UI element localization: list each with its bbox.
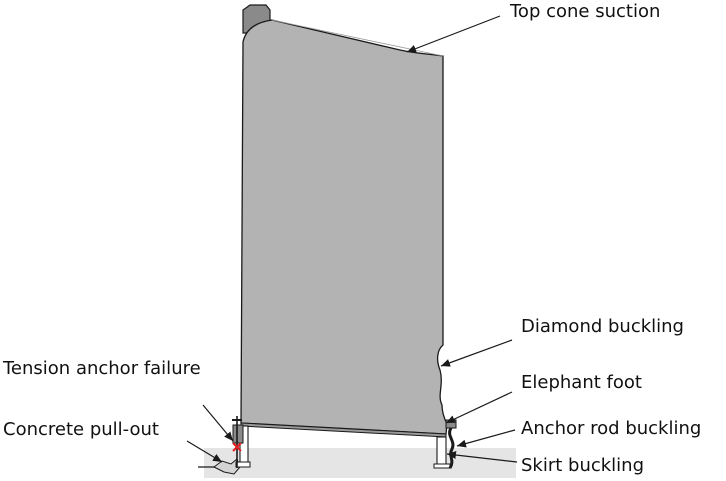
left-anchor-chair	[232, 424, 244, 444]
foundation-slab	[204, 448, 516, 478]
arrow-tension-anchor-failure	[202, 404, 234, 442]
tank-body	[240, 19, 448, 435]
arrow-elephant-foot	[445, 391, 513, 424]
label-tension-anchor-failure: Tension anchor failure	[3, 358, 201, 379]
label-skirt-buckling: Skirt buckling	[521, 455, 645, 476]
label-elephant-foot: Elephant foot	[521, 372, 642, 393]
left-skirt-flange	[235, 461, 251, 468]
right-skirt	[436, 436, 447, 467]
arrow-diamond-buckling	[440, 339, 513, 367]
label-diamond-buckling: Diamond buckling	[521, 316, 684, 337]
right-skirt-flange	[433, 463, 451, 469]
buckled-anchor-rod	[448, 427, 455, 469]
label-concrete-pull-out: Concrete pull-out	[3, 419, 159, 440]
arrow-anchor-rod-buckling	[456, 429, 516, 448]
label-top-cone-suction: Top cone suction	[510, 1, 661, 22]
label-anchor-rod-buckling: Anchor rod buckling	[521, 418, 702, 439]
tension-anchor-failure-mark	[232, 442, 242, 452]
arrow-skirt-buckling	[446, 451, 518, 463]
arrow-concrete-pull-out	[186, 440, 223, 463]
arrow-top-cone-suction	[406, 15, 501, 53]
